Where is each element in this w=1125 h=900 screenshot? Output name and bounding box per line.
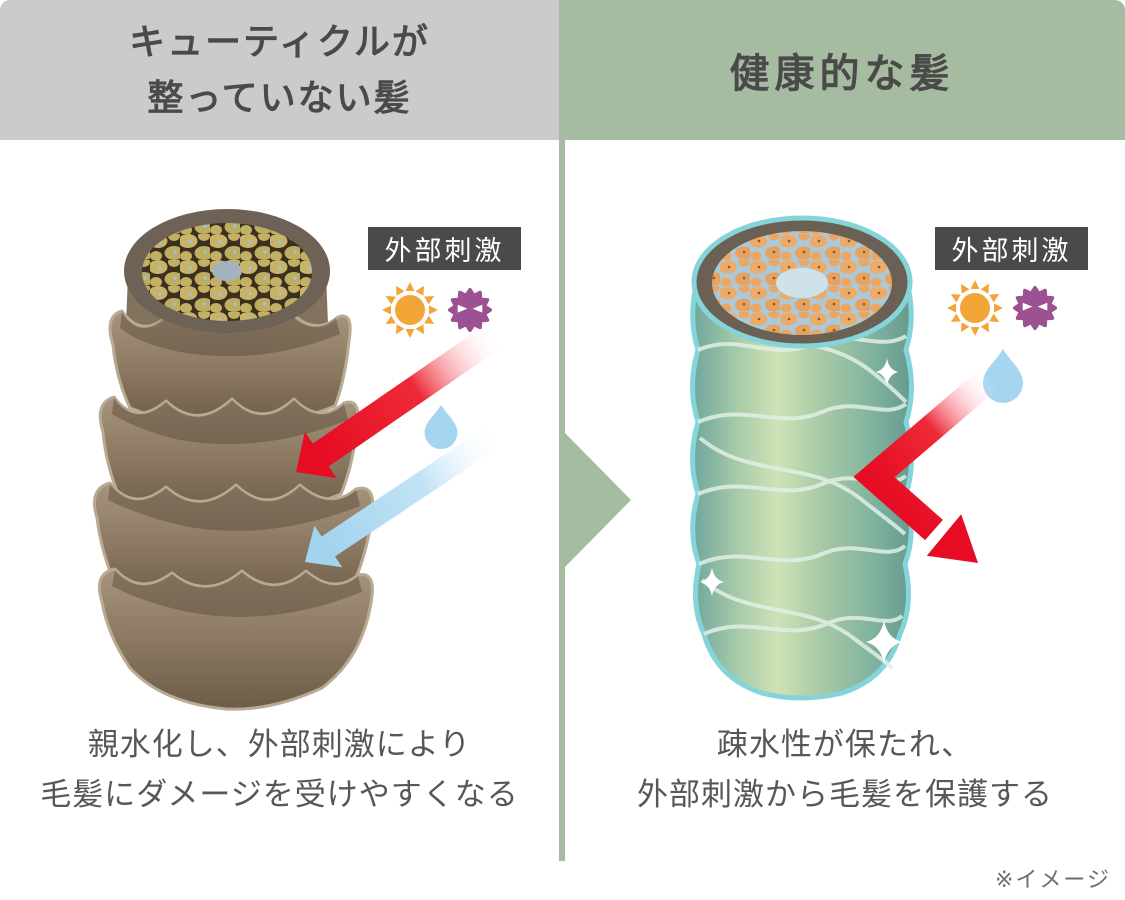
external-stimulus-label-left: 外部刺激: [368, 227, 521, 270]
right-header-text: 健康的な髪: [729, 52, 955, 96]
right-caption-line1: 疎水性が保たれ、: [716, 727, 974, 762]
sun-icon: [947, 280, 1003, 336]
divider-arrow-icon: [565, 433, 631, 567]
left-caption-line1: 親水化し、外部刺激により: [87, 727, 472, 762]
left-caption-line2: 毛髪にダメージを受けやすくなる: [40, 777, 519, 812]
sun-icon: [382, 282, 438, 338]
right-caption: 疎水性が保たれ、 外部刺激から毛髪を保護する: [565, 720, 1125, 820]
water-drop-icon: [424, 404, 458, 450]
damage-arrow-icon: [296, 323, 503, 479]
external-stimulus-label-right: 外部刺激: [935, 227, 1088, 270]
panel-divider: [559, 140, 565, 861]
water-arrow-icon: [305, 422, 507, 568]
bounce-arrow-icon: [853, 367, 999, 563]
left-panel-header: キューティクルが 整っていない髪: [0, 0, 559, 140]
healthy-hair-illustration: [690, 215, 914, 701]
left-header-line1: キューティクルが: [129, 21, 430, 63]
virus-icon: [1013, 286, 1057, 330]
virus-icon: [448, 288, 492, 332]
damaged-hair-illustration: [92, 209, 375, 711]
image-disclaimer: ※イメージ: [995, 867, 1111, 892]
left-header-line2: 整っていない髪: [147, 77, 412, 118]
left-caption: 親水化し、外部刺激により 毛髪にダメージを受けやすくなる: [0, 720, 559, 820]
right-caption-line2: 外部刺激から毛髪を保護する: [637, 777, 1053, 812]
right-panel-header: 健康的な髪: [559, 0, 1125, 140]
